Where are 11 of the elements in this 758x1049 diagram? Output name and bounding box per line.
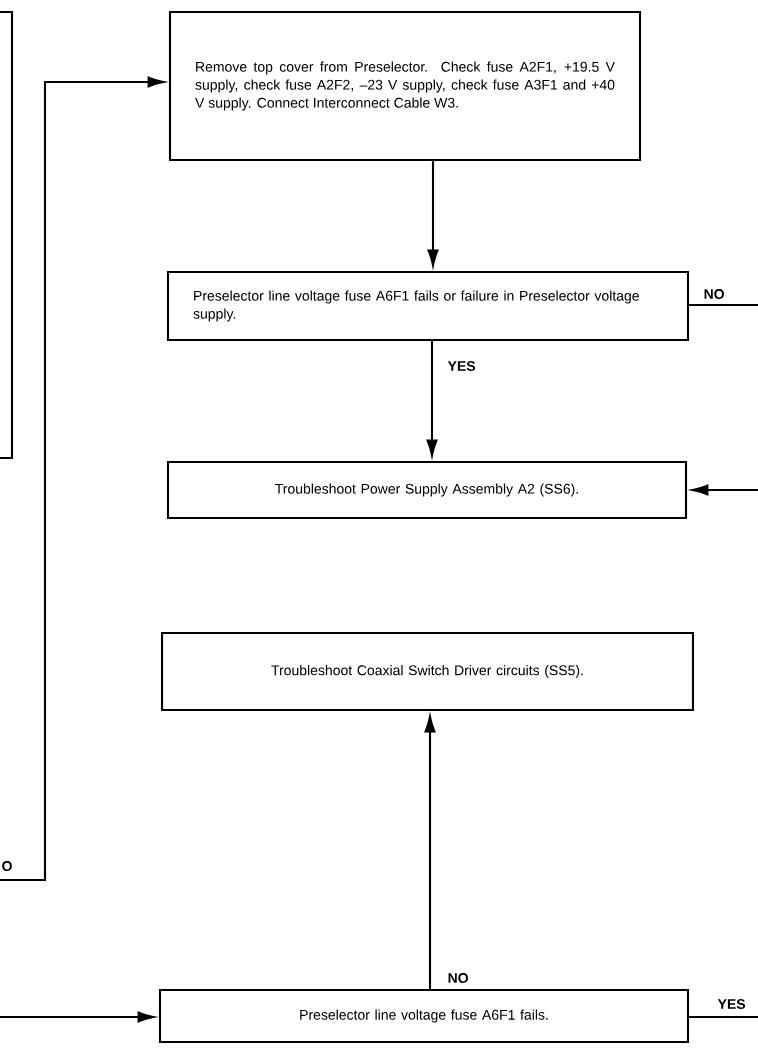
process-box: Troubleshoot Coaxial Switch Driver circuits (SS5). xyxy=(160,631,695,712)
edge-label: YES xyxy=(716,997,747,1011)
process-box: Remove top cover from Preselector. Check fuse A2F1, +19.5 V supply, check fuse A2F2, –23 V supply, check fuse A3F1 and +40 V supply. Connect Interconnect Cable W3. xyxy=(168,10,642,162)
edge-label: NO xyxy=(702,287,726,301)
process-box: Preselector line voltage fuse A6F1 fails or failure in Preselector voltage supply. xyxy=(166,270,690,342)
process-box: Preselector line voltage fuse A6F1 fails. xyxy=(158,988,690,1044)
box xyxy=(0,10,14,460)
process-box: Troubleshoot Power Supply Assembly A2 (SS6). xyxy=(166,460,688,520)
edge-label: YES xyxy=(446,359,477,373)
edge-label: O xyxy=(0,859,14,873)
edge-label: NO xyxy=(446,971,470,985)
